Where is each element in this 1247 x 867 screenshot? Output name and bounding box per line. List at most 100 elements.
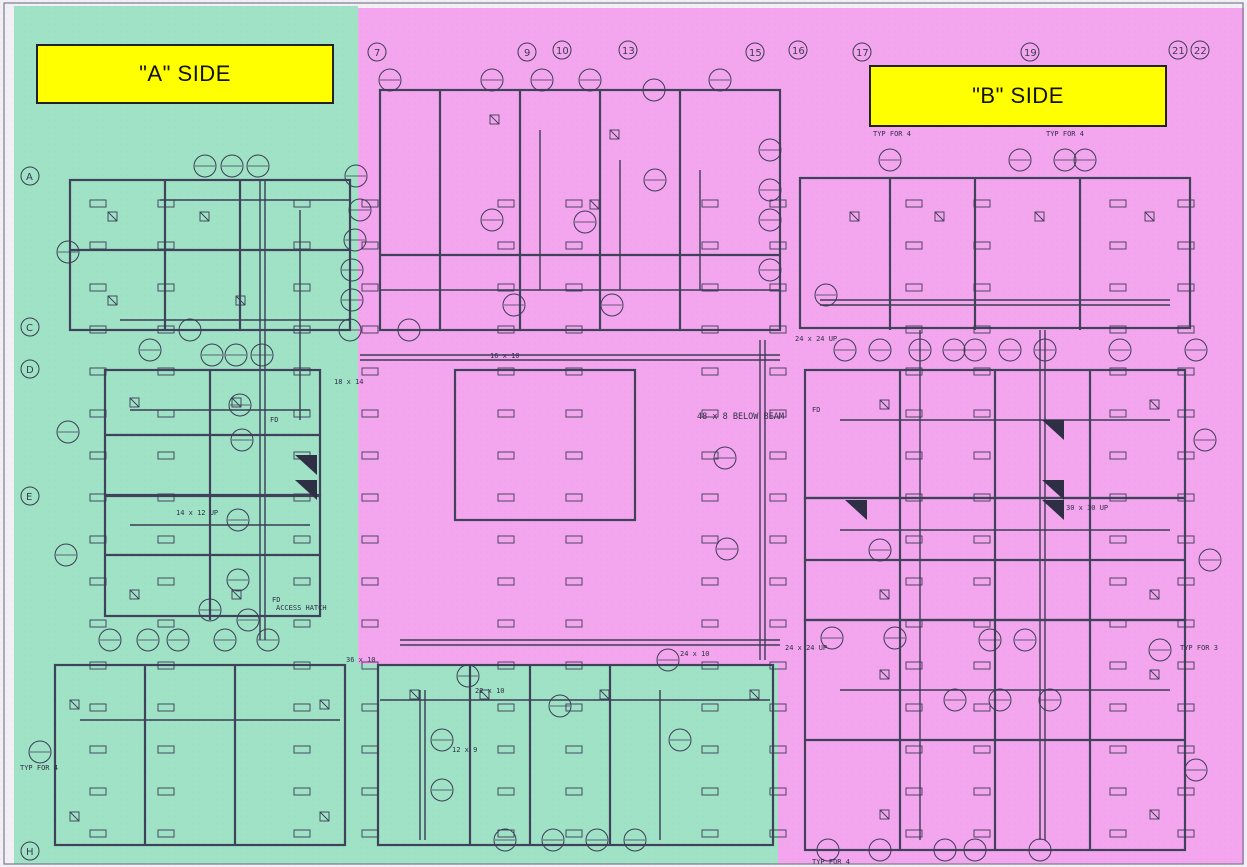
ceiling-diffuser xyxy=(497,325,515,334)
ceiling-diffuser xyxy=(497,283,515,292)
device-tag-bubble xyxy=(963,338,987,362)
return-grille-mark xyxy=(479,689,490,700)
ceiling-diffuser xyxy=(769,787,787,796)
ceiling-diffuser xyxy=(157,703,175,712)
device-tag-bubble xyxy=(883,626,907,650)
ceiling-diffuser xyxy=(905,703,923,712)
ceiling-diffuser xyxy=(293,199,311,208)
ceiling-diffuser xyxy=(701,493,719,502)
ceiling-diffuser xyxy=(293,619,311,628)
duct-size-12x9: 12 x 9 xyxy=(452,746,477,754)
ceiling-diffuser xyxy=(89,787,107,796)
ceiling-diffuser xyxy=(565,661,583,670)
grid-col-19: 19 xyxy=(1024,48,1037,59)
device-tag-bubble xyxy=(585,828,609,852)
return-grille xyxy=(231,397,242,408)
device-tag-bubble xyxy=(1148,638,1172,662)
device-tag-bubble xyxy=(816,838,840,862)
device-tag-bubble xyxy=(378,68,402,92)
device-tag-bubble xyxy=(236,608,260,632)
return-grille xyxy=(599,689,610,700)
device-tag-bubble xyxy=(98,628,122,652)
ceiling-diffuser xyxy=(89,409,107,418)
ceiling-diffuser xyxy=(565,325,583,334)
ceiling-diffuser xyxy=(1177,325,1195,334)
ceiling-diffuser xyxy=(701,619,719,628)
device-tag-bubble xyxy=(908,338,932,362)
ceiling-diffuser xyxy=(361,199,379,208)
return-grille-mark xyxy=(1149,589,1160,600)
ceiling-diffuser xyxy=(157,661,175,670)
ceiling-diffuser xyxy=(1109,325,1127,334)
typ-for-4-note-1: TYP FOR 4 xyxy=(873,130,911,138)
ceiling-diffuser xyxy=(361,619,379,628)
grid-col-21: 21 xyxy=(1172,46,1185,57)
ceiling-diffuser xyxy=(565,451,583,460)
ceiling-diffuser xyxy=(497,535,515,544)
ceiling-diffuser xyxy=(769,325,787,334)
return-grille-mark xyxy=(235,295,246,306)
grid-col-16: 16 xyxy=(792,46,805,57)
device-tag-bubble xyxy=(54,543,78,567)
ceiling-diffuser xyxy=(361,241,379,250)
b-side-label-text: "B" SIDE xyxy=(972,83,1064,108)
ceiling-diffuser xyxy=(497,367,515,376)
ceiling-diffuser xyxy=(361,703,379,712)
ceiling-diffuser xyxy=(361,367,379,376)
damper-symbol xyxy=(845,500,867,520)
grid-row-c: C xyxy=(26,323,33,334)
ceiling-diffuser xyxy=(1109,703,1127,712)
room-outline xyxy=(53,663,347,847)
ceiling-diffuser xyxy=(293,577,311,586)
ceiling-diffuser xyxy=(89,493,107,502)
ceiling-diffuser xyxy=(293,829,311,838)
device-tag-bubble xyxy=(1184,338,1208,362)
device-tag-bubble xyxy=(998,338,1022,362)
device-tag-bubble xyxy=(933,838,957,862)
ceiling-diffuser xyxy=(769,451,787,460)
ceiling-diffuser xyxy=(497,451,515,460)
ceiling-diffuser xyxy=(973,535,991,544)
return-grille-mark xyxy=(231,589,242,600)
return-grille-mark xyxy=(589,199,600,210)
ceiling-diffuser xyxy=(701,535,719,544)
return-grille xyxy=(879,669,890,680)
typ-for-3-note: TYP FOR 3 xyxy=(1180,644,1218,652)
room-outline xyxy=(798,176,1192,330)
ceiling-diffuser xyxy=(701,787,719,796)
return-grille-mark xyxy=(749,689,760,700)
ceiling-diffuser xyxy=(565,577,583,586)
device-tag-bubble xyxy=(643,168,667,192)
ceiling-diffuser xyxy=(905,367,923,376)
ceiling-diffuser xyxy=(157,325,175,334)
ceiling-diffuser xyxy=(293,787,311,796)
return-grille-mark xyxy=(934,211,945,222)
return-grille xyxy=(479,689,490,700)
device-tag-bubble xyxy=(868,538,892,562)
return-grille-mark xyxy=(231,397,242,408)
ceiling-diffuser xyxy=(157,535,175,544)
device-tag-bubble xyxy=(224,343,248,367)
device-tag-bubble xyxy=(868,838,892,862)
ceiling-diffuser xyxy=(701,745,719,754)
ceiling-diffuser xyxy=(973,577,991,586)
device-tag-bubble xyxy=(1108,338,1132,362)
ceiling-diffuser xyxy=(361,325,379,334)
ceiling-diffuser xyxy=(701,829,719,838)
device-tag-bubble xyxy=(758,208,782,232)
ceiling-diffuser xyxy=(1177,829,1195,838)
return-grille xyxy=(1149,669,1160,680)
device-tag-bubble xyxy=(548,694,572,718)
ceiling-diffuser xyxy=(565,493,583,502)
device-tag-bubble xyxy=(220,154,244,178)
room-outline xyxy=(376,663,775,847)
ceiling-diffuser xyxy=(905,241,923,250)
access-hatch-note: ACCESS HATCH xyxy=(276,604,327,612)
return-grille xyxy=(129,397,140,408)
ceiling-diffuser xyxy=(565,367,583,376)
grid-row-d: D xyxy=(26,365,34,376)
device-tag-bubble xyxy=(28,740,52,764)
device-tag-bubble xyxy=(226,568,250,592)
ceiling-diffuser xyxy=(1177,787,1195,796)
